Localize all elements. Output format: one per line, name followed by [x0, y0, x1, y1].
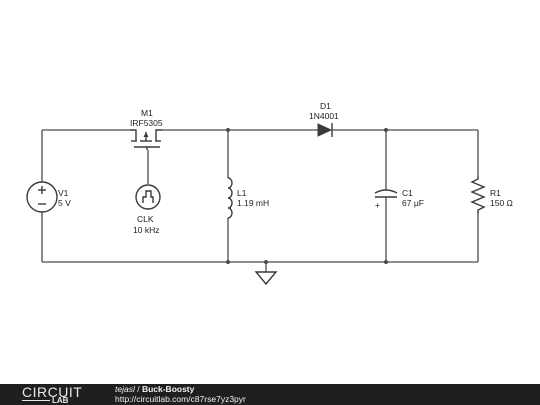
m1-value: IRF5305	[130, 118, 163, 128]
c1-value: 67 μF	[402, 198, 424, 208]
circuitlab-logo-sub: LAB	[22, 397, 68, 405]
logo-trace-icon	[22, 400, 50, 402]
circuit-schematic: V1 5 V M1 IRF5305 CLK 10 kHz L1 1.19 mH …	[26, 101, 513, 286]
r1-ref: R1	[490, 188, 501, 198]
v1-ref: V1	[58, 188, 69, 198]
circuit-title: Buck-Boosty	[141, 384, 195, 394]
l1-value: 1.19 mH	[237, 198, 269, 208]
inductor-l1[interactable]	[227, 177, 233, 219]
wires	[41, 129, 479, 272]
voltage-source-v1[interactable]	[26, 181, 58, 213]
junction-node	[226, 260, 230, 264]
junction-node	[264, 260, 268, 264]
junction-node	[384, 128, 388, 132]
author-link[interactable]: tejasl	[115, 384, 135, 394]
capacitor-c1[interactable]	[374, 189, 398, 198]
clk-value: 10 kHz	[133, 225, 159, 235]
meta-separator: /	[134, 384, 142, 394]
diode-d1[interactable]	[314, 123, 333, 137]
ground-icon	[254, 271, 278, 286]
l1-ref: L1	[237, 188, 247, 198]
circuitlab-logo[interactable]: CIRCUIT	[22, 384, 83, 400]
r1-value: 150 Ω	[490, 198, 513, 208]
junction-node	[384, 260, 388, 264]
mosfet-m1[interactable]	[130, 129, 162, 150]
junction-node	[226, 128, 230, 132]
c1-ref: C1	[402, 188, 413, 198]
c1-polarity: +	[375, 200, 380, 210]
d1-ref: D1	[320, 101, 331, 111]
logo-lab-text: LAB	[52, 396, 69, 405]
clock-source-clk[interactable]	[135, 184, 161, 210]
d1-value: 1N4001	[309, 111, 339, 121]
resistor-r1[interactable]	[470, 176, 486, 214]
m1-ref: M1	[141, 108, 153, 118]
circuit-meta: tejasl / Buck-Boosty	[115, 385, 194, 394]
footer-bar	[0, 384, 540, 405]
circuit-url[interactable]: http://circuitlab.com/c87rse7yz3pyr	[115, 394, 246, 404]
clk-ref: CLK	[137, 214, 154, 224]
v1-value: 5 V	[58, 198, 71, 208]
